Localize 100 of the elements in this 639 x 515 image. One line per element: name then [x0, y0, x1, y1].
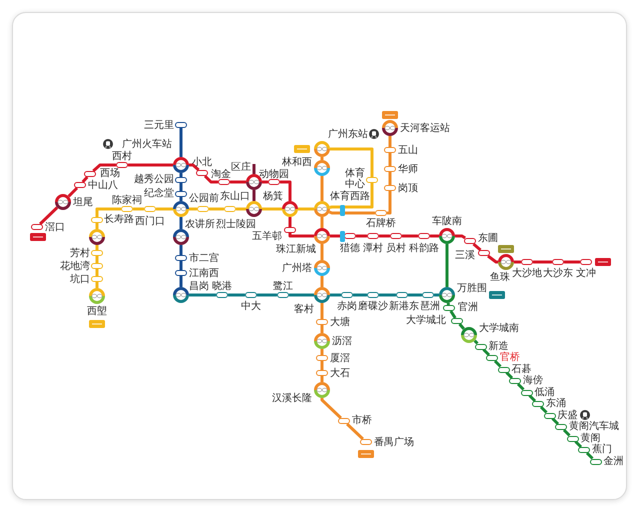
station-marker [175, 191, 187, 197]
station-name: 庆盛 [558, 410, 578, 420]
metro-line-segment [330, 148, 374, 177]
metro-line-segment [574, 440, 582, 448]
metro-line-segment [320, 361, 324, 370]
metro-line-segment [320, 217, 324, 228]
metro-line-segment [379, 234, 390, 238]
metro-line-segment [320, 176, 324, 201]
station-name: 岗顶 [398, 183, 418, 194]
interchange-station-ring [282, 201, 298, 217]
station-marker [422, 292, 434, 298]
station-marker [316, 319, 328, 325]
station-marker [91, 217, 103, 223]
station-marker [91, 276, 103, 282]
station-marker [590, 458, 602, 464]
station-marker [367, 233, 379, 239]
station-name: 市二宫 [189, 253, 219, 264]
station-marker [84, 171, 96, 177]
metro-line-segment [320, 376, 324, 382]
metro-line-segment [446, 302, 450, 306]
metro-line-segment [320, 157, 324, 160]
metro-line-segment [320, 349, 324, 355]
station-name: 珠江新城 [276, 244, 316, 255]
station-marker [544, 412, 556, 418]
station-marker [245, 292, 257, 298]
station-name: 官桥 [500, 352, 520, 363]
metro-line-segment [320, 244, 324, 260]
metro-line-segment [514, 260, 521, 264]
station-marker [580, 259, 592, 265]
metro-line-segment [505, 371, 514, 380]
station-name: 番禺广场 [374, 437, 414, 448]
station-name: 东涌 [546, 398, 566, 409]
metro-line-segment [39, 206, 58, 226]
metro-line-segment [388, 136, 392, 147]
metro-line-segment [96, 269, 98, 276]
station-name: 万胜围 [457, 283, 487, 294]
metro-line-segment [320, 398, 342, 420]
station-marker [224, 206, 236, 212]
station-name: 西塱 [87, 306, 107, 317]
metro-line-segment [353, 294, 367, 296]
station-name: 大塘 [330, 317, 350, 328]
station-name: 蕉门 [592, 444, 612, 455]
station-marker [520, 390, 532, 396]
station-name: 客村 [294, 304, 314, 315]
station-marker [521, 259, 533, 265]
metro-line-segment [180, 173, 182, 177]
station-name: 杨箕 [263, 191, 283, 202]
metro-line-segment [387, 191, 392, 214]
station-name: 广州火车站 [122, 139, 172, 150]
metro-line-segment [189, 208, 197, 210]
station-name: 农讲所 [185, 219, 215, 230]
station-name: 体育西路 [330, 191, 370, 202]
metro-line-segment [92, 164, 116, 172]
station-name: 文冲 [576, 268, 596, 279]
metro-line-segment [379, 294, 396, 296]
interchange-station-ring [439, 287, 455, 303]
station-name: 车陂南 [432, 216, 462, 227]
station-name: 西门口 [135, 216, 165, 227]
metro-line-segment [402, 234, 418, 238]
station-name: 科韵路 [409, 243, 439, 254]
station-name: 中山八 [88, 180, 118, 191]
station-name: 淘金 [211, 169, 231, 180]
metro-line-segment [540, 406, 548, 414]
station-marker [509, 378, 521, 384]
station-name: 沥滘 [332, 336, 352, 347]
metro-line-segment [494, 360, 502, 368]
station-marker [316, 370, 328, 376]
metro-line-segment [586, 452, 594, 460]
metro-line-segment [230, 180, 246, 184]
station-name: 动物园 [259, 169, 289, 180]
station-name: 五羊邨 [252, 231, 282, 242]
station-name: 东山口 [220, 191, 250, 202]
metro-line-segment [262, 180, 268, 184]
metro-line-segment [180, 261, 182, 270]
station-marker [367, 292, 379, 298]
interchange-station-ring [314, 287, 330, 303]
metro-line-segment [474, 340, 479, 345]
interchange-station-ring [314, 260, 330, 276]
metro-line-segment [262, 208, 282, 210]
metro-line-segment [209, 208, 224, 210]
metro-line-segment [180, 197, 182, 201]
interchange-station-ring [314, 333, 330, 349]
metro-line-segment [96, 208, 121, 217]
metro-line-segment [288, 233, 314, 238]
metro-line-segment [180, 276, 182, 287]
metro-line-segment [228, 294, 245, 296]
station-marker [396, 292, 408, 298]
metro-line-segment [564, 260, 580, 264]
metro-line-segment [320, 276, 324, 287]
metro-line-segment [236, 208, 246, 210]
station-marker [91, 250, 103, 256]
station-marker [144, 206, 156, 212]
station-name: 广州塔 [282, 263, 312, 274]
station-marker [197, 206, 209, 212]
station-marker [268, 179, 280, 185]
interchange-station-ring [55, 194, 71, 210]
station-marker [216, 292, 228, 298]
station-name: 烈士陵园 [216, 219, 256, 230]
metro-line-segment [482, 348, 490, 356]
interchange-station-ring [246, 201, 262, 217]
